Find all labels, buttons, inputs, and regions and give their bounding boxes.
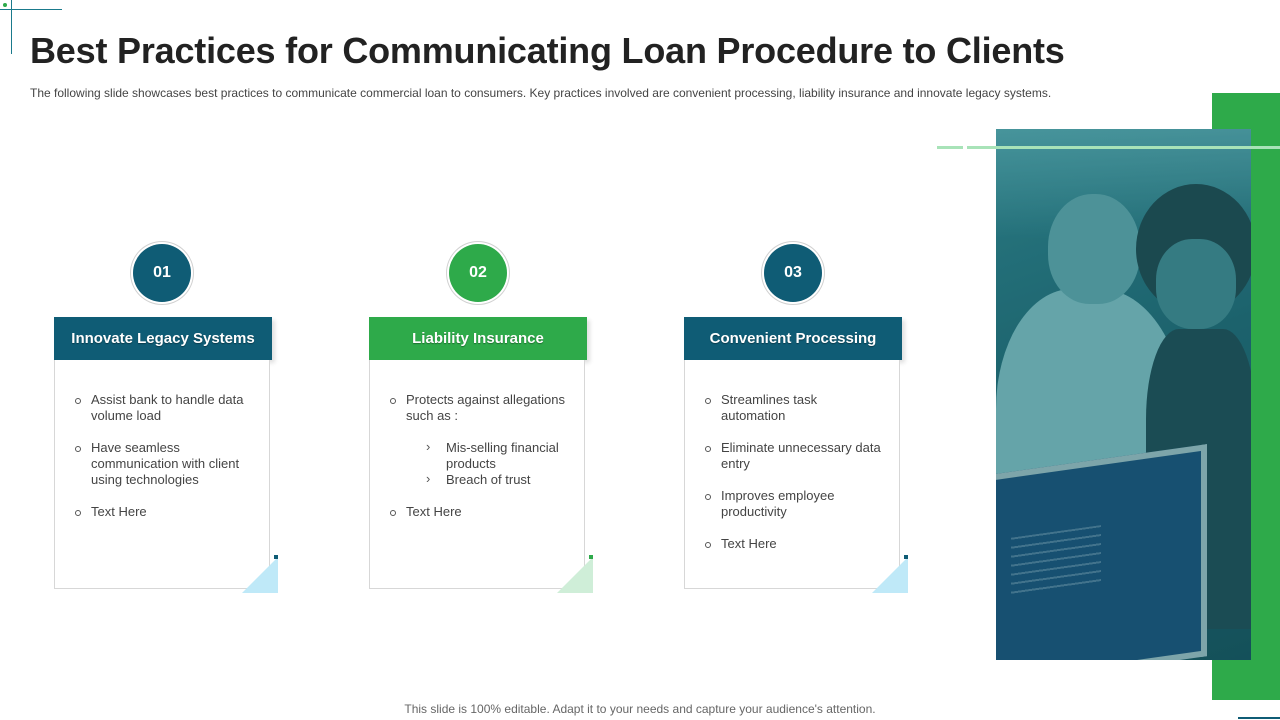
card-convenient-processing: Streamlines task automation Eliminate un… bbox=[684, 360, 900, 589]
card-header-innovate-legacy-systems: Innovate Legacy Systems bbox=[54, 317, 272, 360]
photo-person-left-head bbox=[1048, 194, 1140, 304]
slide-subtitle: The following slide showcases best pract… bbox=[30, 86, 1052, 100]
slide-footer-note: This slide is 100% editable. Adapt it to… bbox=[404, 702, 876, 716]
corner-dot bbox=[3, 3, 7, 7]
accent-line-dash-2 bbox=[943, 146, 963, 149]
list-item: Protects against allegations such as : M… bbox=[388, 392, 568, 488]
card-header-convenient-processing: Convenient Processing bbox=[684, 317, 902, 360]
card-2-list: Protects against allegations such as : M… bbox=[388, 392, 568, 536]
card-1-page-fold bbox=[240, 555, 278, 593]
business-meeting-photo bbox=[996, 129, 1251, 660]
bottom-accent-line bbox=[1238, 717, 1280, 719]
list-item-text: Protects against allegations such as : bbox=[406, 392, 565, 423]
card-2-page-fold bbox=[555, 555, 593, 593]
card-header-liability-insurance: Liability Insurance bbox=[369, 317, 587, 360]
sub-list-item: Breach of trust bbox=[426, 471, 568, 488]
list-item: Text Here bbox=[388, 504, 568, 520]
step-badge-01: 01 bbox=[133, 244, 191, 302]
photo-person-right-face bbox=[1156, 239, 1236, 329]
card-innovate-legacy-systems: Assist bank to handle data volume load H… bbox=[54, 360, 270, 589]
list-item: Streamlines task automation bbox=[703, 392, 883, 424]
step-badge-03: 03 bbox=[764, 244, 822, 302]
card-3-page-fold bbox=[870, 555, 908, 593]
accent-line-dash-1 bbox=[937, 146, 945, 149]
list-item: Text Here bbox=[73, 504, 253, 520]
accent-line-long bbox=[967, 146, 1280, 149]
list-item: Assist bank to handle data volume load bbox=[73, 392, 253, 424]
corner-horizontal-line bbox=[0, 9, 62, 10]
card-liability-insurance: Protects against allegations such as : M… bbox=[369, 360, 585, 589]
photo-tint-overlay bbox=[996, 129, 1251, 660]
sub-list-item: Mis-selling financial products bbox=[426, 439, 568, 472]
sub-list: Mis-selling financial products Breach of… bbox=[426, 439, 568, 488]
list-item: Improves employee productivity bbox=[703, 488, 883, 520]
slide-title: Best Practices for Communicating Loan Pr… bbox=[30, 30, 1065, 71]
corner-vertical-line bbox=[11, 0, 12, 54]
list-item: Have seamless communication with client … bbox=[73, 440, 253, 488]
list-item: Eliminate unnecessary data entry bbox=[703, 440, 883, 472]
card-1-list: Assist bank to handle data volume load H… bbox=[73, 392, 253, 536]
step-badge-02: 02 bbox=[449, 244, 507, 302]
list-item: Text Here bbox=[703, 536, 883, 552]
card-3-list: Streamlines task automation Eliminate un… bbox=[703, 392, 883, 568]
